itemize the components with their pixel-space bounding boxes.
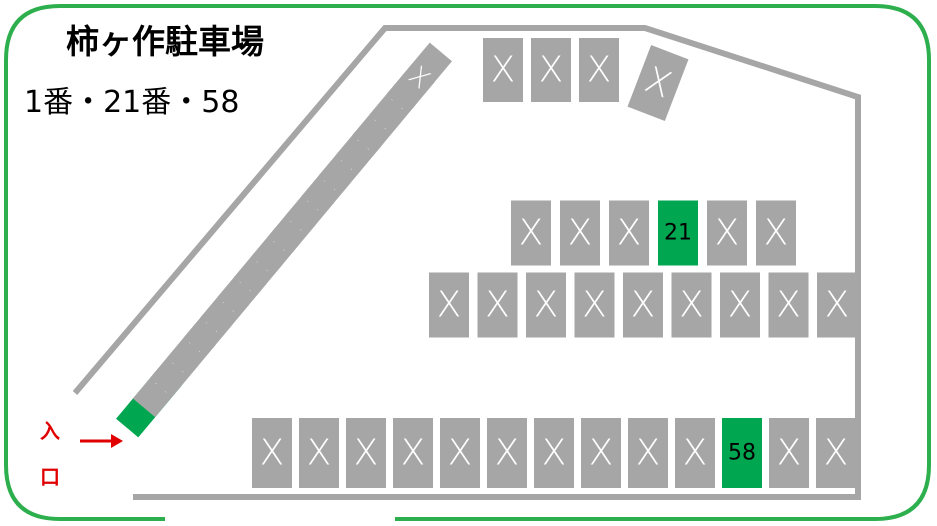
parking-space: X — [671, 272, 712, 338]
entrance-label: 入 口 — [40, 408, 68, 500]
occupied-mark: X — [534, 285, 559, 326]
parking-space: X — [817, 272, 857, 338]
occupied-mark: X — [617, 213, 642, 254]
parking-space: X — [299, 418, 339, 488]
occupied-mark: X — [587, 50, 612, 91]
parking-space: X — [628, 418, 668, 488]
occupied-mark: X — [631, 285, 656, 326]
parking-space-available: 21 — [658, 200, 698, 266]
occupied-mark: X — [437, 285, 462, 326]
parking-space: X — [487, 418, 527, 488]
parking-space-available: 58 — [722, 418, 762, 488]
occupied-mark: X — [539, 50, 564, 91]
parking-space: X — [560, 200, 600, 266]
parking-space: X — [252, 418, 292, 488]
entrance-char-1: 入 — [40, 419, 60, 443]
parking-space: X — [675, 418, 715, 488]
parking-space: X — [627, 45, 689, 121]
parking-space: X — [531, 38, 571, 102]
parking-space: X — [483, 38, 523, 102]
parking-space: X — [511, 200, 551, 266]
occupied-mark: X — [519, 213, 544, 254]
parking-space: X — [609, 200, 649, 266]
entrance-arrow-icon — [80, 434, 123, 448]
occupied-mark: X — [825, 285, 850, 326]
parking-space: X — [386, 42, 452, 114]
occupied-mark: X — [589, 433, 614, 474]
occupied-mark: X — [542, 433, 567, 474]
occupied-mark: X — [354, 433, 379, 474]
occupied-mark: X — [728, 285, 753, 326]
parking-space: X — [393, 418, 433, 488]
parking-space: X — [768, 272, 809, 338]
lot-wall — [72, 25, 861, 500]
occupied-mark: X — [485, 285, 510, 326]
occupied-mark: X — [777, 433, 802, 474]
parking-space: X — [707, 200, 747, 266]
space-number: 21 — [664, 221, 692, 246]
parking-space: X — [526, 272, 566, 338]
page-title: 柿ヶ作駐車場 — [66, 22, 264, 61]
entrance-char-2: 口 — [40, 465, 60, 489]
parking-space: X — [477, 272, 518, 338]
occupied-mark: X — [495, 433, 520, 474]
occupied-mark: X — [776, 285, 801, 326]
parking-space: X — [581, 418, 621, 488]
parking-space: X — [756, 200, 796, 266]
occupied-mark: X — [679, 285, 704, 326]
parking-space: X — [440, 418, 480, 488]
parking-space: X — [769, 418, 809, 488]
occupied-mark: X — [764, 213, 789, 254]
occupied-mark: X — [401, 433, 426, 474]
available-spaces-label: 1番・21番・58 — [24, 85, 240, 120]
parking-space: X — [429, 272, 469, 338]
parking-space: X — [579, 38, 619, 102]
occupied-mark: X — [307, 433, 332, 474]
parking-space: X — [623, 272, 663, 338]
occupied-mark: X — [491, 50, 516, 91]
occupied-mark: X — [582, 285, 607, 326]
occupied-mark: X — [260, 433, 285, 474]
parking-space: X — [534, 418, 574, 488]
parking-space: X — [346, 418, 386, 488]
occupied-mark: X — [683, 433, 708, 474]
occupied-mark: X — [824, 433, 849, 474]
occupied-mark: X — [568, 213, 593, 254]
occupied-mark: X — [715, 213, 740, 254]
space-number: 58 — [728, 441, 756, 466]
occupied-mark: X — [448, 433, 473, 474]
parking-space: X — [816, 418, 856, 488]
parking-space: X — [720, 272, 760, 338]
occupied-mark: X — [636, 433, 661, 474]
parking-space: X — [574, 272, 615, 338]
